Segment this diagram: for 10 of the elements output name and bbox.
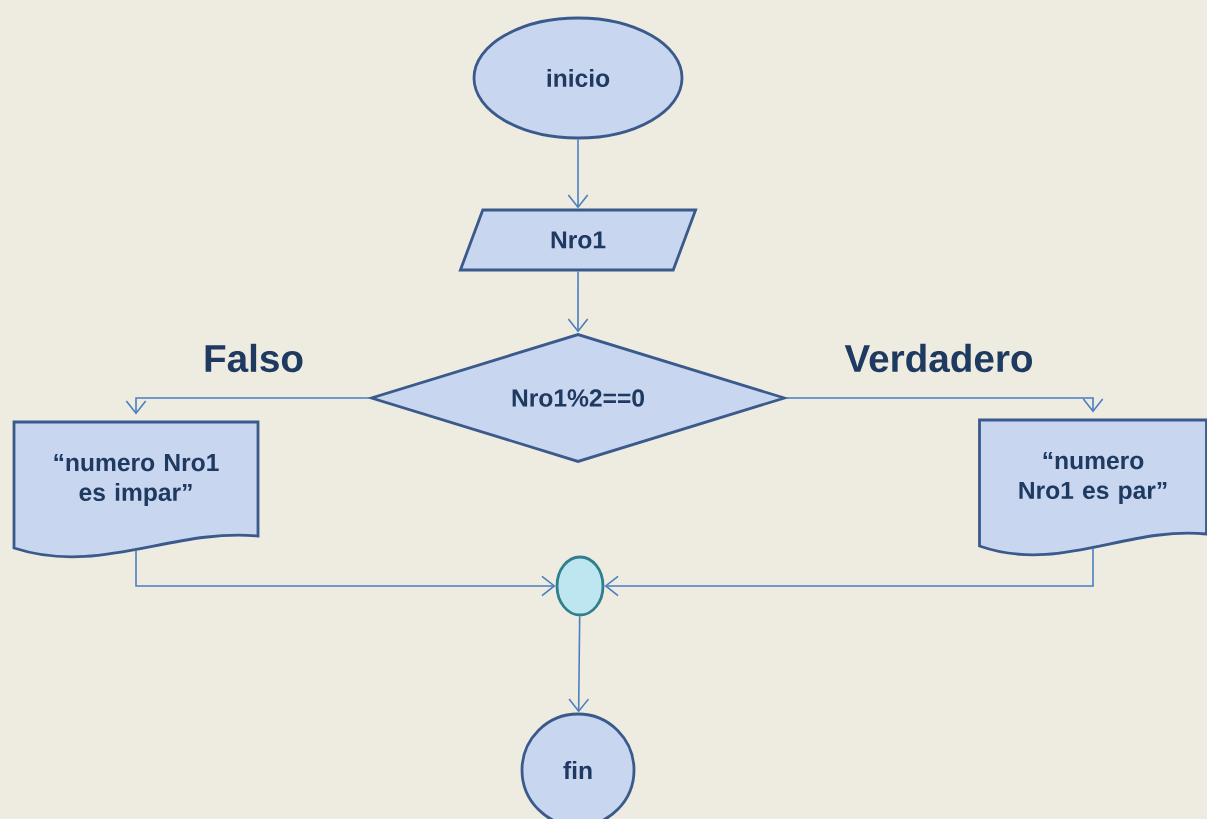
arrow (135, 549, 556, 597)
edge-label: Falso (199, 340, 308, 376)
edge-label: Verdadero (840, 340, 1038, 376)
arrow (125, 397, 371, 415)
arrow (567, 270, 589, 333)
arrow (567, 138, 589, 209)
arrow (785, 397, 1104, 413)
arrow (604, 547, 1094, 597)
arrow (568, 615, 590, 713)
connector-circle (555, 555, 605, 617)
